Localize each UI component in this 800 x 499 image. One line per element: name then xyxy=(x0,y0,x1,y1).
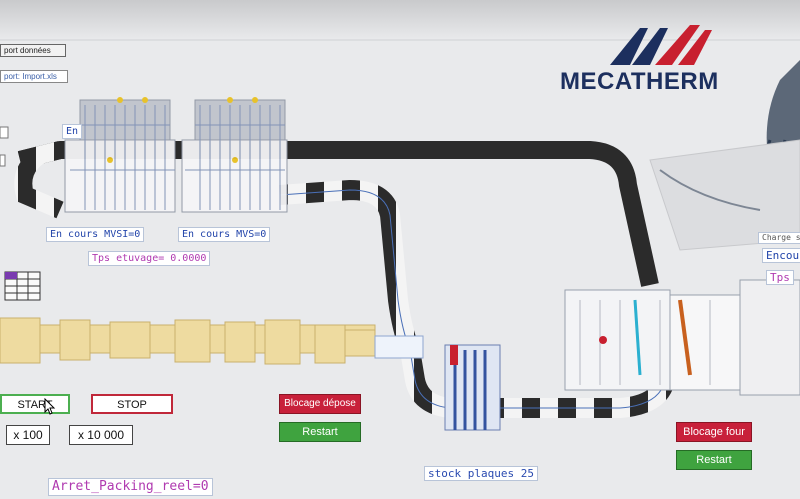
speed-x100-button[interactable]: x 100 xyxy=(6,425,50,445)
charge-sp-label: Charge sp xyxy=(758,232,800,244)
plate-loader xyxy=(444,344,501,431)
import-button[interactable]: port données xyxy=(0,44,66,57)
speed-x10000-button[interactable]: x 10 000 xyxy=(69,425,133,445)
stop-button[interactable]: STOP xyxy=(91,394,173,414)
product-line xyxy=(0,317,376,365)
brand-name: MECATHERM xyxy=(560,68,719,95)
start-button[interactable]: START xyxy=(0,394,70,414)
mvs-rack-group xyxy=(64,97,288,213)
en-small-label: En xyxy=(62,124,83,139)
mouse-cursor-icon xyxy=(44,398,56,415)
en-cours-mvs-label: En cours MVS=0 xyxy=(178,227,271,242)
import-file-field[interactable]: port: Import.xls xyxy=(0,70,68,83)
blocage-depose-button[interactable]: Blocage dépose xyxy=(279,394,361,414)
tps-right-label: Tps xyxy=(766,270,794,285)
arret-packing-label: Arret_Packing_reel=0 xyxy=(48,478,213,496)
encours-right-label: Encou xyxy=(762,248,800,263)
mecatherm-logo-mark xyxy=(610,25,712,65)
tps-etuvage-label: Tps etuvage= 0.0000 xyxy=(88,251,211,266)
table-icon xyxy=(4,271,41,301)
blocage-four-button[interactable]: Blocage four xyxy=(676,422,752,442)
stock-plaques-label: stock plaques 25 xyxy=(424,466,538,481)
en-cours-mvsi-label: En cours MVSI=0 xyxy=(46,227,145,242)
oven-machine xyxy=(564,279,800,396)
restart-four-button[interactable]: Restart xyxy=(676,450,752,470)
restart-depose-button[interactable]: Restart xyxy=(279,422,361,442)
